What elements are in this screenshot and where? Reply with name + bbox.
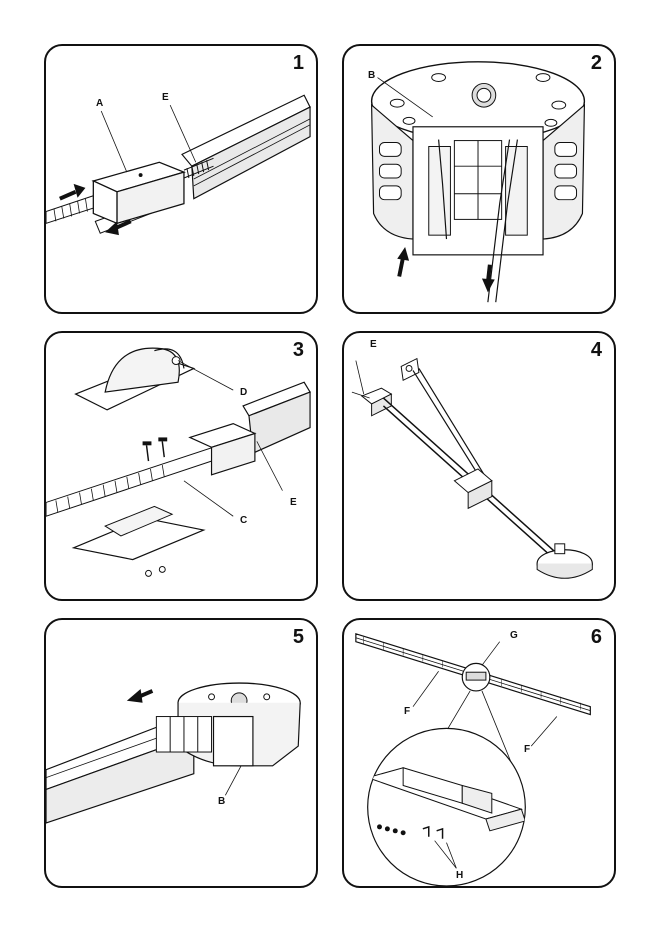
label-e: E bbox=[162, 92, 169, 103]
label-e: E bbox=[290, 497, 297, 508]
step-number: 4 bbox=[590, 339, 602, 361]
label-b: B bbox=[368, 70, 376, 81]
step-3-panel: 3 D E C bbox=[44, 331, 318, 601]
step-number: 3 bbox=[292, 339, 304, 361]
step-6-illustration bbox=[355, 632, 591, 886]
step-5-illustration bbox=[46, 682, 301, 824]
label-e: E bbox=[370, 339, 377, 350]
label-a: A bbox=[96, 98, 104, 109]
step-4-illustration bbox=[351, 357, 593, 579]
step-1-illustration bbox=[46, 94, 311, 236]
step-4-panel: 4 E bbox=[342, 331, 616, 601]
step-3-illustration bbox=[46, 347, 311, 577]
step-number: 6 bbox=[590, 626, 602, 648]
label-b: B bbox=[218, 796, 226, 807]
label-h: H bbox=[456, 870, 464, 881]
down-arrow-icon bbox=[481, 264, 495, 293]
step-6-panel: 6 G F F H bbox=[342, 618, 616, 888]
step-number: 2 bbox=[590, 52, 602, 74]
slide-arrow-icon bbox=[126, 688, 154, 703]
step-number: 5 bbox=[292, 626, 304, 648]
label-c: C bbox=[240, 515, 248, 526]
step-5-panel: 5 B bbox=[44, 618, 318, 888]
step-2-panel: 2 B bbox=[342, 44, 616, 314]
label-f-left: F bbox=[404, 706, 411, 717]
step-2-illustration bbox=[370, 61, 586, 303]
pull-arrow-icon bbox=[105, 219, 132, 236]
label-g: G bbox=[510, 630, 518, 641]
label-f-right: F bbox=[524, 744, 531, 755]
label-d: D bbox=[240, 387, 248, 398]
push-arrow-icon bbox=[59, 183, 86, 201]
step-1-panel: 1 A E bbox=[44, 44, 318, 314]
up-arrow-icon bbox=[397, 246, 410, 277]
step-number: 1 bbox=[292, 52, 304, 74]
